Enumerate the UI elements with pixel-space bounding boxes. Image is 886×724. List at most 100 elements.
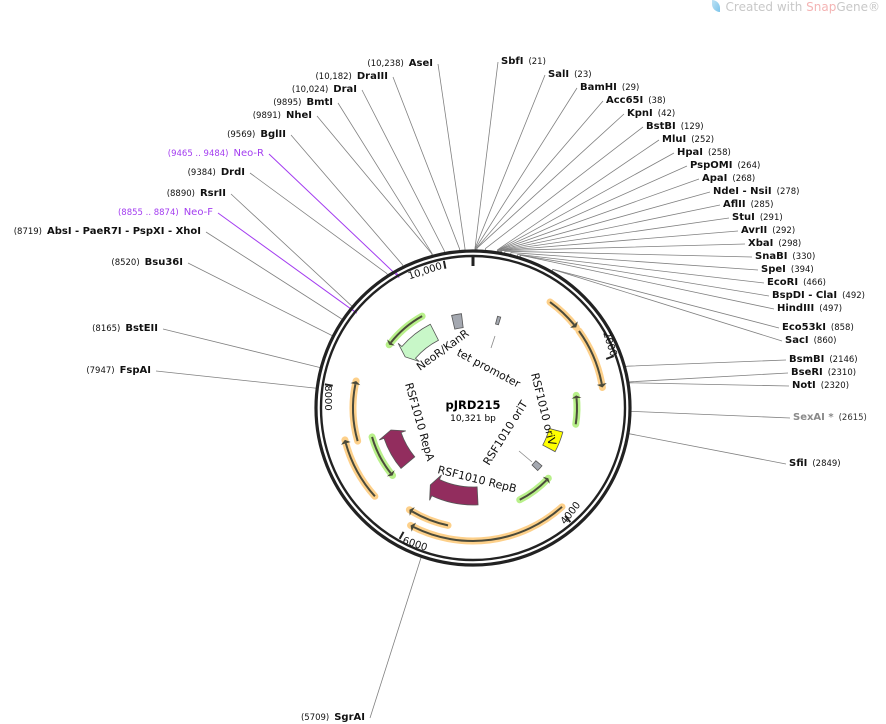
site-name: Neo-F bbox=[184, 207, 214, 218]
enzyme-label-sbfi[interactable]: SbfI(21) bbox=[501, 56, 546, 67]
enzyme-label-draiii[interactable]: (10,182)DraIII bbox=[315, 71, 388, 82]
leader-line-apai bbox=[498, 178, 700, 253]
site-position: (330) bbox=[792, 252, 815, 262]
enzyme-label-hpai[interactable]: HpaI(258) bbox=[677, 147, 731, 158]
leader-line-bstbi bbox=[484, 126, 644, 251]
enzyme-label-stui[interactable]: StuI(291) bbox=[732, 212, 783, 223]
feature-oriT[interactable] bbox=[531, 460, 543, 472]
feature-gray-top[interactable] bbox=[451, 313, 464, 330]
enzyme-label-sfii[interactable]: SfiI(2849) bbox=[789, 458, 841, 469]
leader-line-kpni bbox=[476, 113, 625, 251]
site-name: SpeI bbox=[761, 264, 786, 275]
site-name: BamHI bbox=[580, 82, 617, 93]
enzyme-label-bspdi[interactable]: BspDI - ClaI(492) bbox=[772, 290, 865, 301]
enzyme-label-bseri[interactable]: BseRI(2310) bbox=[791, 367, 856, 378]
enzyme-label-aflii[interactable]: AflII(285) bbox=[723, 199, 773, 210]
enzyme-label-fspai[interactable]: (7947)FspAI bbox=[86, 365, 151, 376]
enzyme-label-sali[interactable]: SalI(23) bbox=[548, 69, 592, 80]
site-name: DraI bbox=[333, 84, 357, 95]
leader-line-sgrai bbox=[369, 557, 422, 719]
feature-orf-7[interactable] bbox=[368, 433, 397, 479]
enzyme-label-asei[interactable]: (10,238)AseI bbox=[367, 58, 433, 69]
enzyme-label-hindiii[interactable]: HindIII(497) bbox=[777, 303, 842, 314]
site-name: MluI bbox=[662, 134, 686, 145]
enzyme-label-ndei[interactable]: NdeI - NsiI(278) bbox=[713, 186, 799, 197]
arrowhead-icon bbox=[542, 476, 550, 484]
leader-line-sexai bbox=[630, 410, 791, 419]
enzyme-label-ecori[interactable]: EcoRI(466) bbox=[767, 277, 826, 288]
feature-RepA[interactable] bbox=[379, 429, 416, 469]
leader-line-sbfi bbox=[474, 61, 499, 251]
site-name: Neo-R bbox=[234, 148, 265, 159]
site-name: SbfI bbox=[501, 56, 523, 67]
feature-orf-1[interactable] bbox=[546, 298, 580, 331]
site-position: (10,182) bbox=[315, 72, 351, 82]
enzyme-label-sgrai[interactable]: (5709)SgrAI bbox=[301, 712, 365, 723]
site-name: SexAI * bbox=[793, 412, 834, 423]
enzyme-label-pspomi[interactable]: PspOMI(264) bbox=[690, 160, 760, 171]
site-name: AflII bbox=[723, 199, 746, 210]
site-name: BstEII bbox=[125, 323, 158, 334]
enzyme-label-bsmbi[interactable]: BsmBI(2146) bbox=[789, 354, 858, 365]
feature-orf-5[interactable] bbox=[407, 503, 566, 545]
feature-orf-8[interactable] bbox=[341, 436, 379, 500]
enzyme-label-absi[interactable]: (8719)AbsI - PaeR7I - PspXI - XhoI bbox=[14, 226, 201, 237]
feature-orf-2[interactable] bbox=[575, 327, 607, 391]
feature-orf-10[interactable] bbox=[385, 312, 426, 349]
site-name: SnaBI bbox=[755, 251, 787, 262]
feature-orf-6[interactable] bbox=[405, 506, 452, 529]
leader-line-bamhi bbox=[475, 87, 578, 251]
site-name: BstBI bbox=[646, 121, 676, 132]
enzyme-label-mlui[interactable]: MluI(252) bbox=[662, 134, 714, 145]
enzyme-label-drai[interactable]: (10,024) DraI bbox=[292, 84, 357, 95]
enzyme-label-kpni[interactable]: KpnI(42) bbox=[627, 108, 675, 119]
enzyme-labels: (10,238)AseI(10,182)DraIII(10,024)DraI(9… bbox=[14, 56, 867, 723]
feature-orf-3[interactable] bbox=[571, 391, 582, 428]
enzyme-label-bamhi[interactable]: BamHI(29) bbox=[580, 82, 639, 93]
enzyme-label-spei[interactable]: SpeI(394) bbox=[761, 264, 814, 275]
enzyme-label-apai[interactable]: ApaI(268) bbox=[702, 173, 755, 184]
enzyme-label-saci[interactable]: SacI(860) bbox=[785, 335, 836, 346]
leader-line-sali bbox=[474, 74, 546, 251]
feature-orf-9[interactable] bbox=[349, 377, 362, 445]
orit-label-connector bbox=[518, 450, 533, 463]
site-name: AseI bbox=[409, 58, 433, 69]
enzyme-label-acc65i[interactable]: Acc65I(38) bbox=[606, 95, 666, 106]
site-name: AbsI - PaeR7I - PspXI - XhoI bbox=[47, 226, 201, 237]
enzyme-label-bglii[interactable]: (9569)BglII bbox=[227, 129, 286, 140]
enzyme-label-bsu36i[interactable]: (8520)Bsu36I bbox=[111, 257, 183, 268]
feature-tet-promoter[interactable] bbox=[495, 315, 502, 326]
tick-label-8000: 8000 bbox=[322, 385, 333, 410]
enzyme-label-sexai[interactable]: SexAI *(2615) bbox=[793, 412, 867, 423]
primer-label-neo-r[interactable]: (9465 .. 9484)Neo-R bbox=[168, 148, 264, 159]
arrowhead-icon bbox=[571, 395, 582, 399]
plasmid-length: 10,321 bp bbox=[450, 414, 496, 424]
enzyme-label-rsrii[interactable]: (8890)RsrII bbox=[167, 188, 226, 199]
feature-RepB[interactable] bbox=[429, 474, 479, 506]
feature-NeoR[interactable] bbox=[397, 323, 440, 362]
site-name: StuI bbox=[732, 212, 755, 223]
enzyme-label-bmti[interactable]: (9895)BmtI bbox=[273, 97, 333, 108]
leader-line-ndei bbox=[499, 191, 711, 253]
site-position: (10,024) bbox=[292, 85, 328, 95]
enzyme-label-snabi[interactable]: SnaBI (330) bbox=[755, 251, 815, 262]
site-position: (2849) bbox=[812, 459, 840, 469]
enzyme-label-noti[interactable]: NotI(2320) bbox=[792, 380, 849, 391]
enzyme-label-nhei[interactable]: (9891)NheI bbox=[253, 110, 312, 121]
enzyme-label-bsteii[interactable]: (8165)BstEII bbox=[92, 323, 158, 334]
tick-10000 bbox=[442, 260, 447, 269]
enzyme-label-bstbi[interactable]: BstBI(129) bbox=[646, 121, 704, 132]
feature-orf-4[interactable] bbox=[516, 474, 552, 504]
feature-oriV[interactable] bbox=[542, 427, 564, 453]
site-name: BspDI - ClaI bbox=[772, 290, 837, 301]
site-position: (5709) bbox=[301, 713, 329, 723]
enzyme-label-avrii[interactable]: AvrII(292) bbox=[741, 225, 795, 236]
enzyme-label-drdi[interactable]: (9384)DrdI bbox=[188, 167, 245, 178]
site-position: (466) bbox=[803, 278, 826, 288]
site-name: Bsu36I bbox=[145, 257, 183, 268]
backbone-outer-ring bbox=[314, 249, 632, 567]
primer-label-neo-f[interactable]: (8855 .. 8874)Neo-F bbox=[118, 207, 213, 218]
site-name: BglII bbox=[260, 129, 286, 140]
enzyme-label-eco53ki[interactable]: Eco53kI(858) bbox=[782, 322, 854, 333]
enzyme-label-xbai[interactable]: XbaI(298) bbox=[748, 238, 801, 249]
